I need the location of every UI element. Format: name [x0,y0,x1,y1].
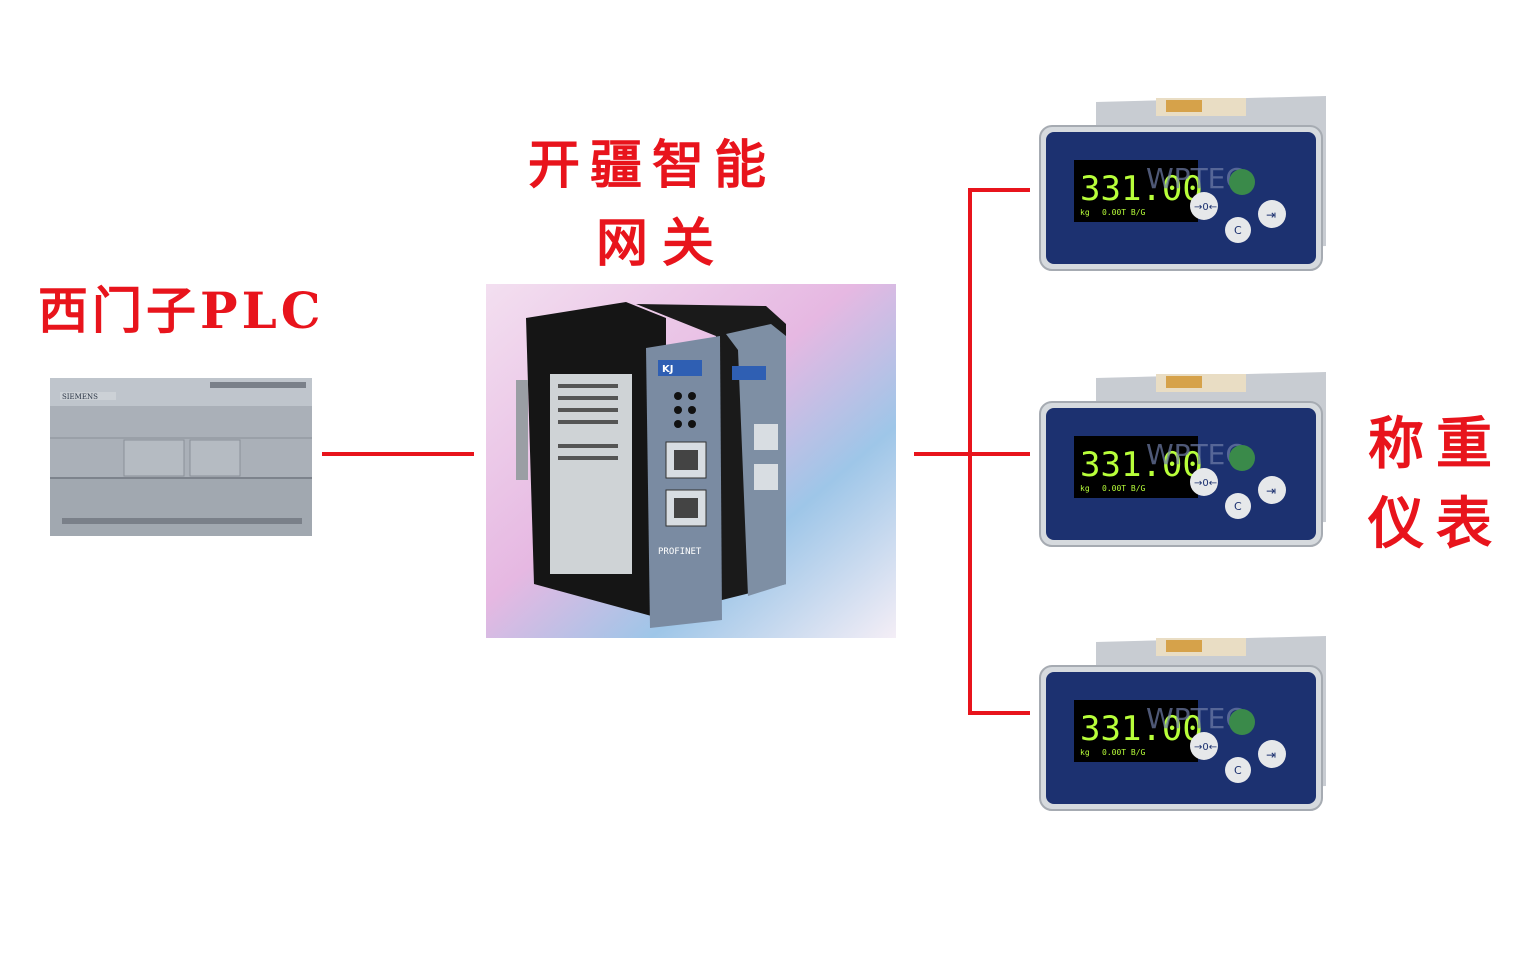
plc-label: 西门子PLC [38,281,325,340]
plc-brand-text: SIEMENS [62,393,98,401]
instrument-2-tare-key[interactable] [1190,468,1218,496]
instrument-2-display-value: 331.00 [1080,445,1203,485]
instrument-1-clear-key-label: C [1234,224,1242,237]
instrument-1-enter-key-label: ⇥ [1266,208,1276,222]
gateway-label-line1: 开疆智能 [528,135,777,196]
instrument-3-tare-key[interactable] [1190,732,1218,760]
svg-text:KJ: KJ [662,364,673,375]
instrument-3-enter-key[interactable] [1258,740,1286,768]
instrument-image-3: 331.00 kg 0.00T B/G WPTEC →0← C ⇥ [1036,636,1328,842]
instrument-1-display-unit: kg [1080,208,1090,217]
instrument-3-display-sub: 0.00T B/G [1102,748,1146,757]
instrument-1-enter-key[interactable] [1258,200,1286,228]
instrument-3-enter-key-label: ⇥ [1266,748,1276,762]
instrument-image-1: 331.00 kg 0.00T B/G WPTEC →0← C ⇥ [1036,96,1328,302]
instrument-3-display-unit: kg [1080,748,1090,757]
instrument-2-display-unit: kg [1080,484,1090,493]
instrument-1-clear-key[interactable] [1225,217,1251,243]
instrument-2-display-sub: 0.00T B/G [1102,484,1146,493]
instrument-2-enter-key-label: ⇥ [1266,484,1276,498]
instrument-2-clear-key-label: C [1234,500,1242,513]
instrument-3-tare-key-label: →0← [1194,742,1217,753]
instrument-3-clear-key-label: C [1234,764,1242,777]
instrument-1-watermark: WPTEC [1146,162,1245,195]
instrument-image-2: 331.00 kg 0.00T B/G WPTEC →0← C ⇥ [1036,372,1328,578]
plc-gateway-link [316,452,474,456]
instrument-label-line1: 称重 [1368,411,1504,477]
gateway-bus-link [914,452,970,456]
instrument-2-tare-key-label: →0← [1194,478,1217,489]
instrument-2-watermark: WPTEC [1146,438,1245,471]
instrument-3-clear-key[interactable] [1225,757,1251,783]
instrument-1-display-sub: 0.00T B/G [1102,208,1146,217]
plc-image: SIEMENS [40,368,322,550]
instrument-1-display-value: 331.00 [1080,169,1203,209]
instrument-label-line2: 仪表 [1368,491,1504,557]
instrument-2-clear-key[interactable] [1225,493,1251,519]
gateway-label-line2: 网关 [596,213,729,274]
instrument-2-enter-key[interactable] [1258,476,1286,504]
bus-branch-2 [968,452,1030,456]
bus-branch-3 [968,711,1030,715]
bus-trunk [968,188,972,715]
instrument-3-watermark: WPTEC [1146,702,1245,735]
gateway-port-label: PROFINET [658,547,702,557]
instrument-1-tare-key[interactable] [1190,192,1218,220]
bus-branch-1 [968,188,1030,192]
instrument-3-display-value: 331.00 [1080,709,1203,749]
gateway-image: KJ PROFINET [486,284,896,638]
instrument-1-tare-key-label: →0← [1194,202,1217,213]
